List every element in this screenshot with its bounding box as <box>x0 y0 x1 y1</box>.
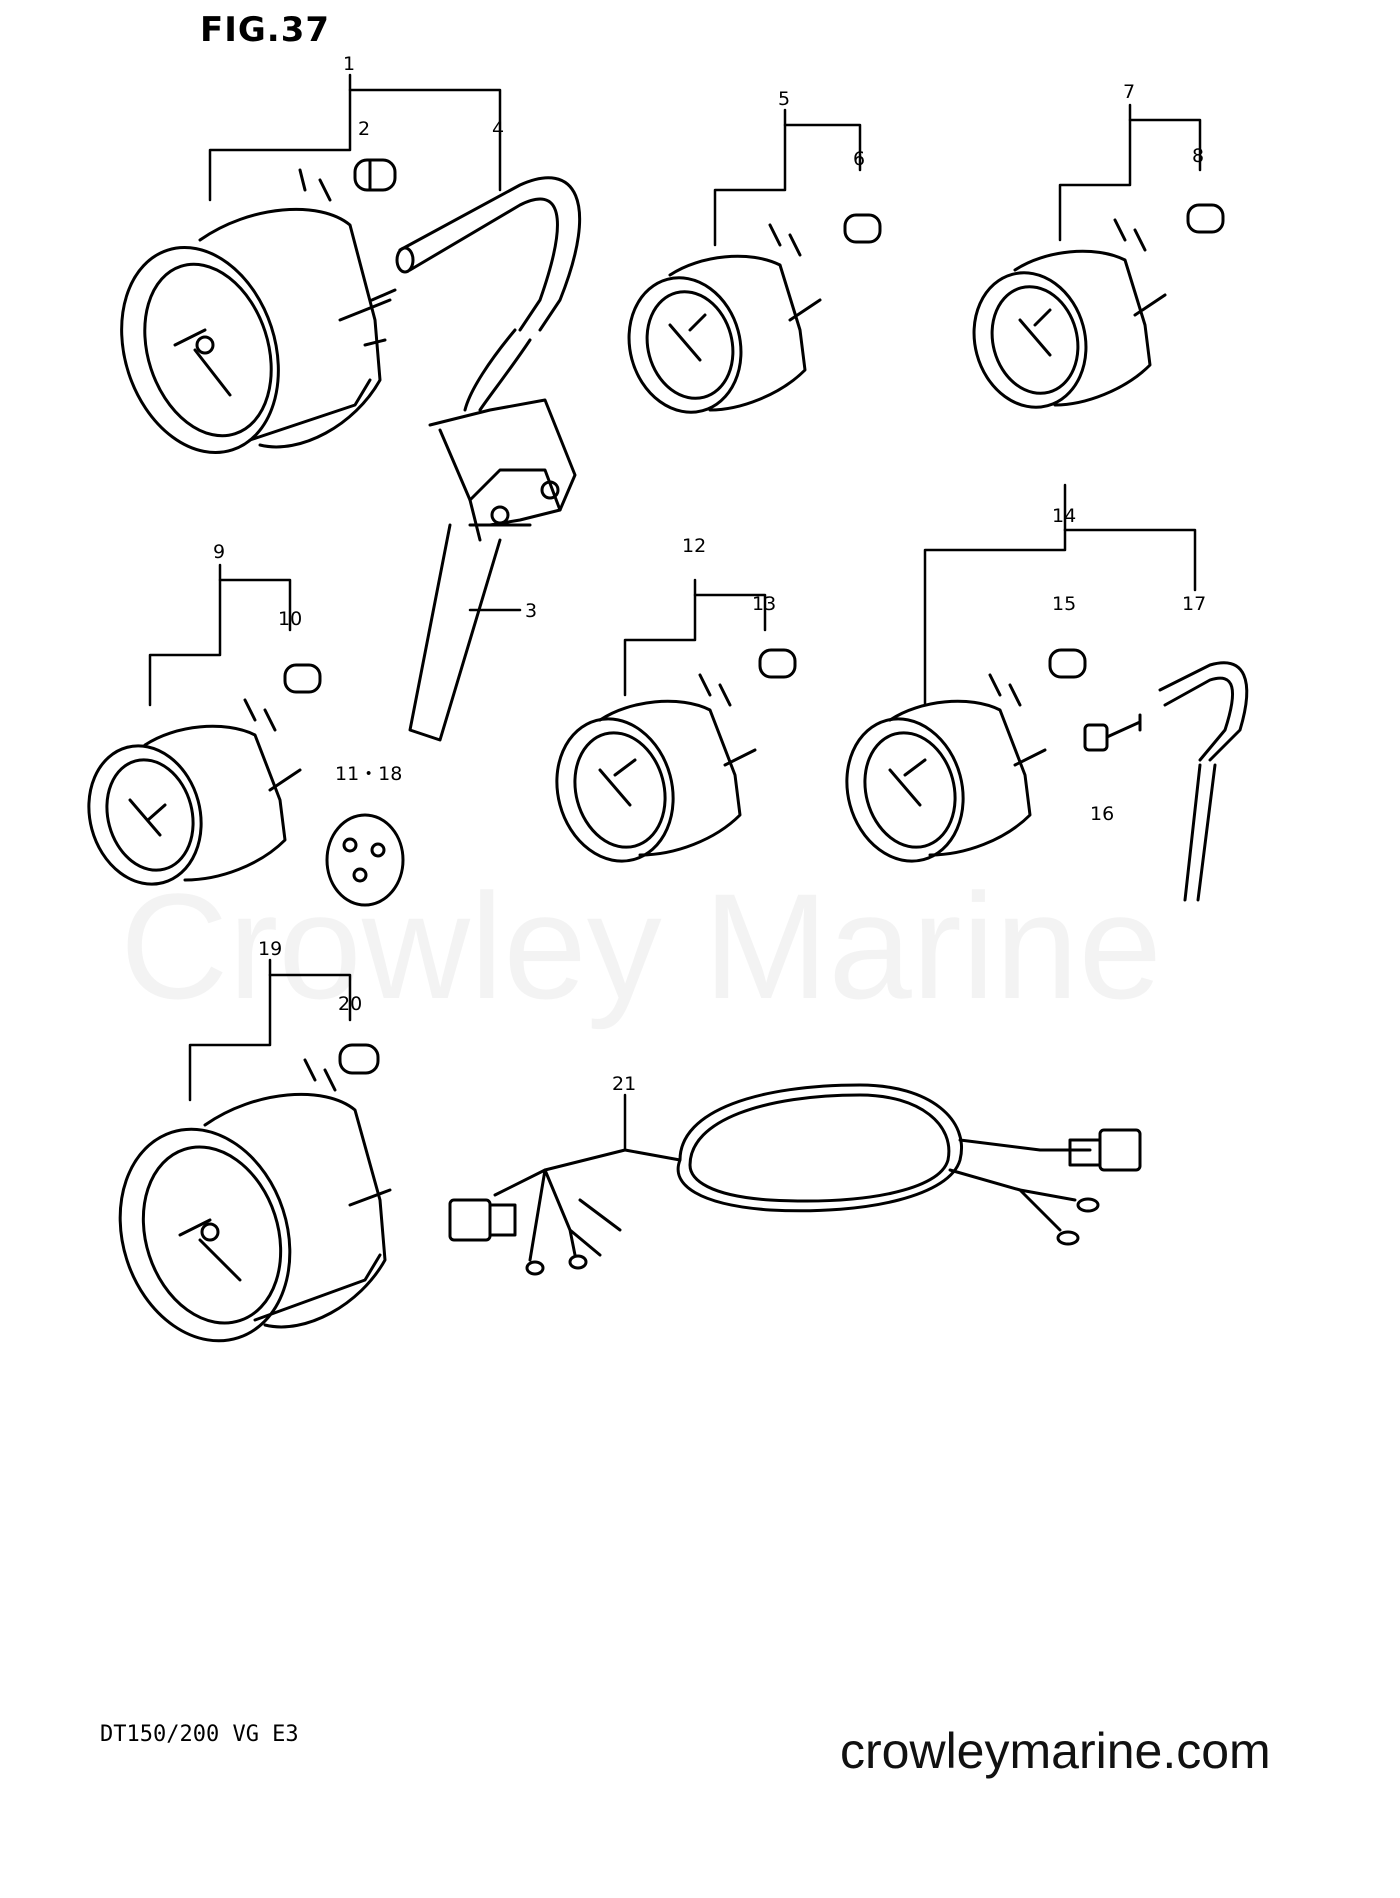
bulb-20 <box>338 1043 380 1075</box>
lever-3 <box>408 398 577 742</box>
callout-3: 3 <box>525 600 537 622</box>
callout-17: 17 <box>1182 593 1206 615</box>
sensor-16 <box>1083 713 1142 752</box>
callout-15: 15 <box>1052 593 1076 615</box>
gauge-9 <box>87 698 302 886</box>
callout-4: 4 <box>492 118 504 140</box>
bulb-10 <box>283 663 322 694</box>
gauge-19 <box>118 1058 392 1343</box>
callout-labels: 1 2 3 4 5 6 7 8 9 10 11・18 12 13 14 15 1… <box>213 53 1206 1095</box>
gauge-1 <box>120 168 397 455</box>
callout-20: 20 <box>338 993 362 1015</box>
figure-label: FIG.37 <box>200 10 331 50</box>
callout-7: 7 <box>1123 81 1135 103</box>
callout-6: 6 <box>853 148 865 170</box>
bulb-8 <box>1186 203 1225 234</box>
gauge-5 <box>627 223 822 414</box>
grommet-11-18 <box>325 813 405 907</box>
harness-21 <box>448 1083 1142 1276</box>
gauge-12 <box>555 673 757 863</box>
callout-8: 8 <box>1192 145 1204 167</box>
gauge-7 <box>972 218 1167 409</box>
callout-13: 13 <box>752 593 776 615</box>
callout-19: 19 <box>258 938 282 960</box>
callout-21: 21 <box>612 1073 636 1095</box>
hose-17 <box>1158 661 1249 902</box>
callout-16: 16 <box>1090 803 1114 825</box>
callout-14: 14 <box>1052 505 1076 527</box>
callout-10: 10 <box>278 608 302 630</box>
callout-11-18: 11・18 <box>335 763 402 785</box>
callout-2: 2 <box>358 118 370 140</box>
leader-lines <box>148 73 1202 1152</box>
model-code: DT150/200 VG E3 <box>100 1722 299 1747</box>
watermark-text: Crowley Marine <box>120 860 1162 1033</box>
bulb-13 <box>758 648 797 679</box>
bulb-6 <box>843 213 882 244</box>
callout-9: 9 <box>213 541 225 563</box>
bulb-15 <box>1048 648 1087 679</box>
bulb-2 <box>353 158 397 192</box>
callout-1: 1 <box>343 53 355 75</box>
callout-12: 12 <box>682 535 706 557</box>
website-link[interactable]: crowleymarine.com <box>840 1723 1271 1779</box>
callout-5: 5 <box>778 88 790 110</box>
gauge-14 <box>845 673 1047 863</box>
hose-4 <box>395 176 582 412</box>
